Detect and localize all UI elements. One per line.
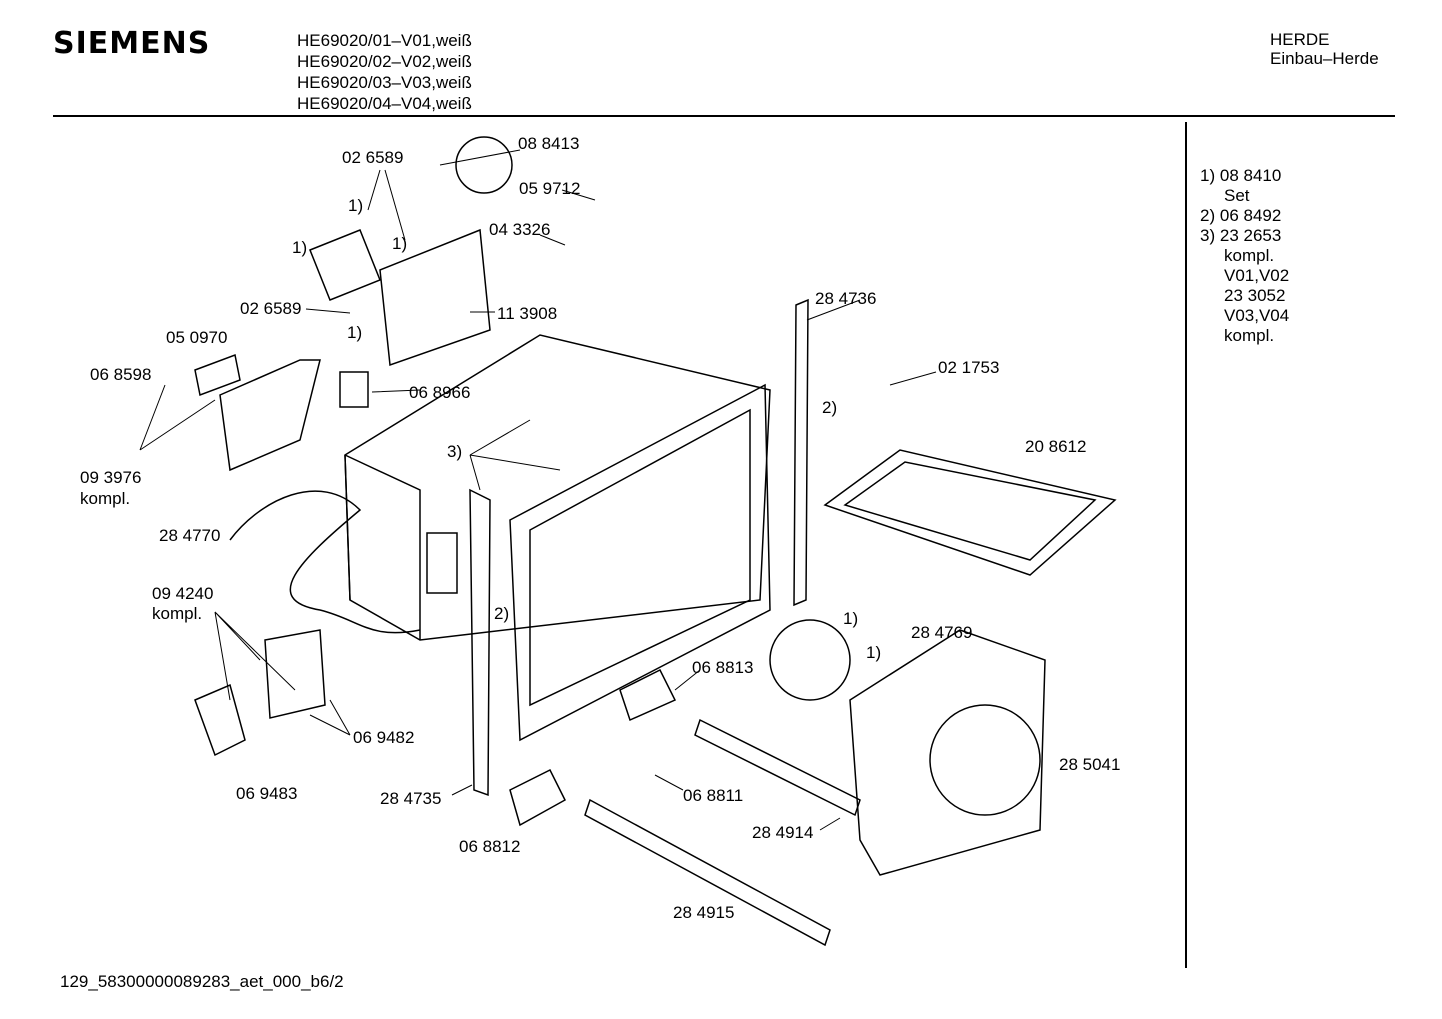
note-line: kompl. <box>1224 246 1275 265</box>
oven-front-frame <box>509 383 771 742</box>
part-callout: 06 8811 <box>683 786 744 805</box>
footnotes: 1) 08 8410 Set 2) 06 8492 3) 23 2653 kom… <box>1200 166 1289 346</box>
part-callout: 06 8813 <box>692 658 754 677</box>
note-ref: 1) <box>292 238 308 257</box>
part-callout: 20 8612 <box>1025 437 1087 456</box>
part-callout: 04 3326 <box>489 220 551 239</box>
fan-wheel <box>769 619 851 701</box>
lamp-gasket <box>264 629 326 719</box>
note-line: V03,V04 <box>1224 306 1290 325</box>
notes-divider <box>1185 122 1187 968</box>
model: HE69020/04–V04,weiß <box>297 94 472 113</box>
control-bracket <box>219 359 321 472</box>
lamp-housing <box>194 683 246 757</box>
side-rail-right <box>793 298 809 607</box>
bottom-heater <box>229 490 421 634</box>
part-callout: 05 0970 <box>166 328 228 347</box>
model: HE69020/01–V01,weiß <box>297 31 472 50</box>
part-callout: 11 3908 <box>497 304 558 323</box>
leader-lines <box>139 149 937 831</box>
note-line: Set <box>1224 186 1250 205</box>
oven-body <box>344 334 771 641</box>
note-ref: 1) <box>866 643 882 662</box>
note-line: 23 3052 <box>1224 286 1286 305</box>
hinge-1 <box>619 668 677 722</box>
telescopic-rail-1 <box>694 718 861 817</box>
part-callout: 08 8413 <box>518 134 580 153</box>
part-callout: 06 8966 <box>409 383 471 402</box>
terminal-block <box>194 353 241 397</box>
model: HE69020/03–V03,weiß <box>297 73 472 92</box>
part-callout: 09 3976 <box>80 468 142 487</box>
side-rail-left <box>469 488 491 797</box>
telescopic-rail-2 <box>584 798 831 947</box>
part-callout: 02 6589 <box>342 148 404 167</box>
part-callout: 28 4914 <box>752 823 814 842</box>
fan-cover <box>849 629 1046 876</box>
part-callout-suffix: kompl. <box>152 604 203 623</box>
siemens-logo: SIEMENS <box>53 26 211 61</box>
note-line: V01,V02 <box>1224 266 1290 285</box>
part-callout: 02 1753 <box>938 358 1000 377</box>
part-callout: 28 4770 <box>159 526 221 545</box>
note-3: 3) 23 2653 <box>1200 226 1282 245</box>
part-callout-suffix: kompl. <box>80 489 131 508</box>
header-divider <box>53 115 1395 117</box>
category: HERDE Einbau–Herde <box>1270 30 1379 68</box>
model-list: HE69020/01–V01,weiß HE69020/02–V02,weiß … <box>297 30 472 114</box>
note-ref: 1) <box>392 234 408 253</box>
note-2: 2) 06 8492 <box>1200 206 1282 225</box>
part-callout: 09 4240 <box>152 584 214 603</box>
part-callout: 28 4769 <box>911 623 973 642</box>
fan-grille <box>929 704 1041 816</box>
part-callout: 06 9483 <box>236 784 298 803</box>
part-callout: 06 9482 <box>353 728 415 747</box>
part-callout: 28 4915 <box>673 903 735 922</box>
transformer <box>339 371 369 408</box>
part-callout: 28 5041 <box>1059 755 1121 774</box>
part-callout: 28 4736 <box>815 289 877 308</box>
top-heater <box>823 449 1117 576</box>
part-callout: 28 4735 <box>380 789 442 808</box>
model: HE69020/02–V02,weiß <box>297 52 472 71</box>
note-ref: 1) <box>843 609 859 628</box>
part-callout: 02 6589 <box>240 299 302 318</box>
note-ref: 1) <box>348 196 364 215</box>
body-window <box>426 532 458 594</box>
motor-plate <box>379 228 491 367</box>
part-callout: 05 9712 <box>519 179 581 198</box>
fan-motor <box>309 229 381 301</box>
note-line: kompl. <box>1224 326 1275 345</box>
category-subtitle: Einbau–Herde <box>1270 49 1379 68</box>
category-title: HERDE <box>1270 30 1330 49</box>
note-1: 1) 08 8410 <box>1200 166 1282 185</box>
note-ref: 3) <box>447 442 463 461</box>
part-callout: 06 8598 <box>90 365 152 384</box>
hinge-2 <box>509 768 566 827</box>
note-ref: 2) <box>822 398 838 417</box>
thermostat <box>455 136 513 194</box>
note-ref: 1) <box>347 323 363 342</box>
document-id: 129_58300000089283_aet_000_b6/2 <box>60 972 344 991</box>
part-callout: 06 8812 <box>459 837 521 856</box>
note-ref: 2) <box>494 604 510 623</box>
